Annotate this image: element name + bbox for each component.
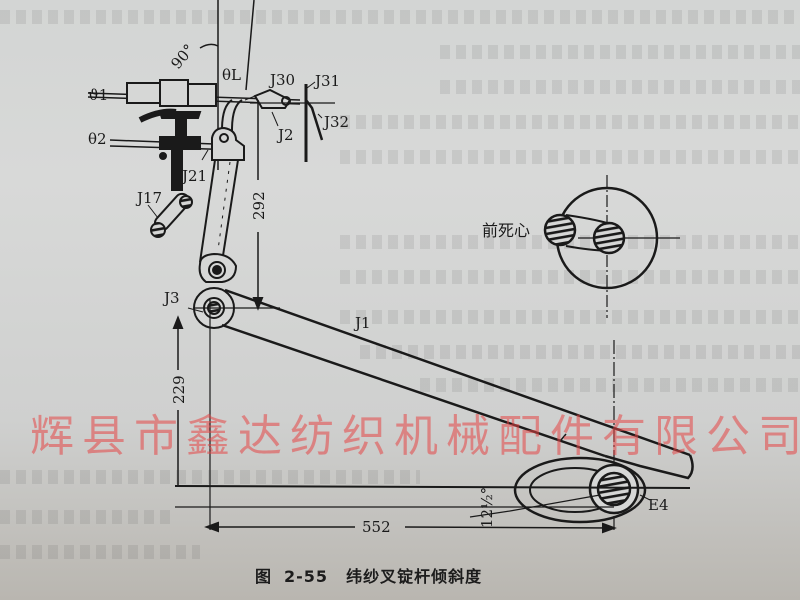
dead-center-label: 前死心 [482, 221, 530, 240]
theta-2-label: θ2 [88, 130, 107, 148]
label-j17: J17 [135, 189, 162, 207]
label-j2: J2 [276, 126, 294, 144]
label-j31: J31 [313, 72, 340, 90]
bleed-through-text [340, 115, 800, 129]
bleed-through-text [0, 545, 200, 559]
angle-90-label: 90° [167, 41, 198, 73]
label-j30: J30 [268, 71, 295, 89]
caption-number: 2-55 [284, 567, 329, 586]
dimension-angle: 12½° [478, 487, 496, 528]
caption-prefix: 图 [255, 567, 273, 586]
watermark-text: 辉县市鑫达纺织机械配件有限公司 [30, 411, 800, 462]
bleed-through-text [340, 310, 800, 324]
bleed-through-text [440, 80, 800, 94]
bleed-through-text [0, 510, 170, 524]
bleed-through-text [0, 10, 800, 24]
label-j21: J21 [180, 167, 207, 185]
label-j32: J32 [322, 113, 349, 131]
label-j1: J1 [353, 314, 371, 332]
theta-1-label: ϑ1 [88, 86, 108, 104]
caption-title: 纬纱叉锭杆倾斜度 [346, 567, 483, 586]
label-e4: E4 [648, 496, 669, 514]
figure-caption: 图 2-55 纬纱叉锭杆倾斜度 [255, 563, 482, 587]
label-j3: J3 [162, 289, 180, 307]
dimension-552: 552 [362, 518, 391, 536]
bleed-through-text [420, 378, 800, 392]
dimension-229: 229 [170, 375, 188, 404]
theta-l-label: θL [222, 66, 241, 84]
bleed-through-text [360, 345, 800, 359]
bleed-through-text [340, 150, 800, 164]
bleed-through-text [440, 45, 800, 59]
bleed-through-text [340, 270, 800, 284]
dimension-292: 292 [250, 191, 268, 220]
